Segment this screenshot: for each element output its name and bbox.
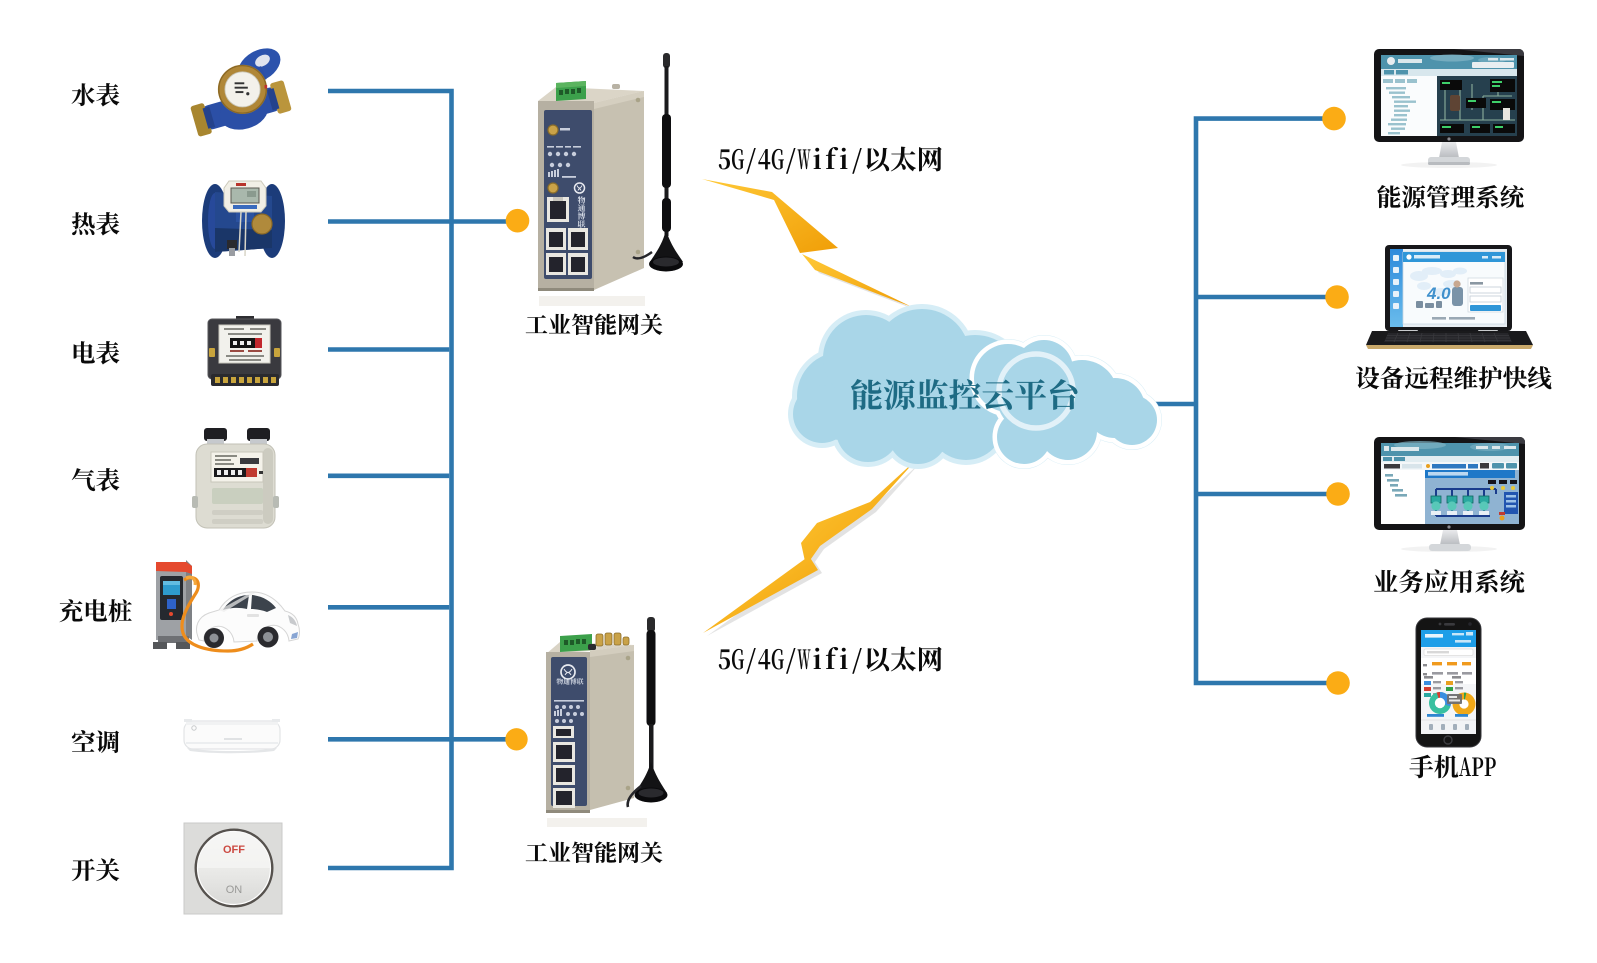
svg-text:OFF: OFF <box>223 844 245 856</box>
svg-text:4.0: 4.0 <box>1426 284 1451 303</box>
svg-text:ON: ON <box>226 884 243 896</box>
